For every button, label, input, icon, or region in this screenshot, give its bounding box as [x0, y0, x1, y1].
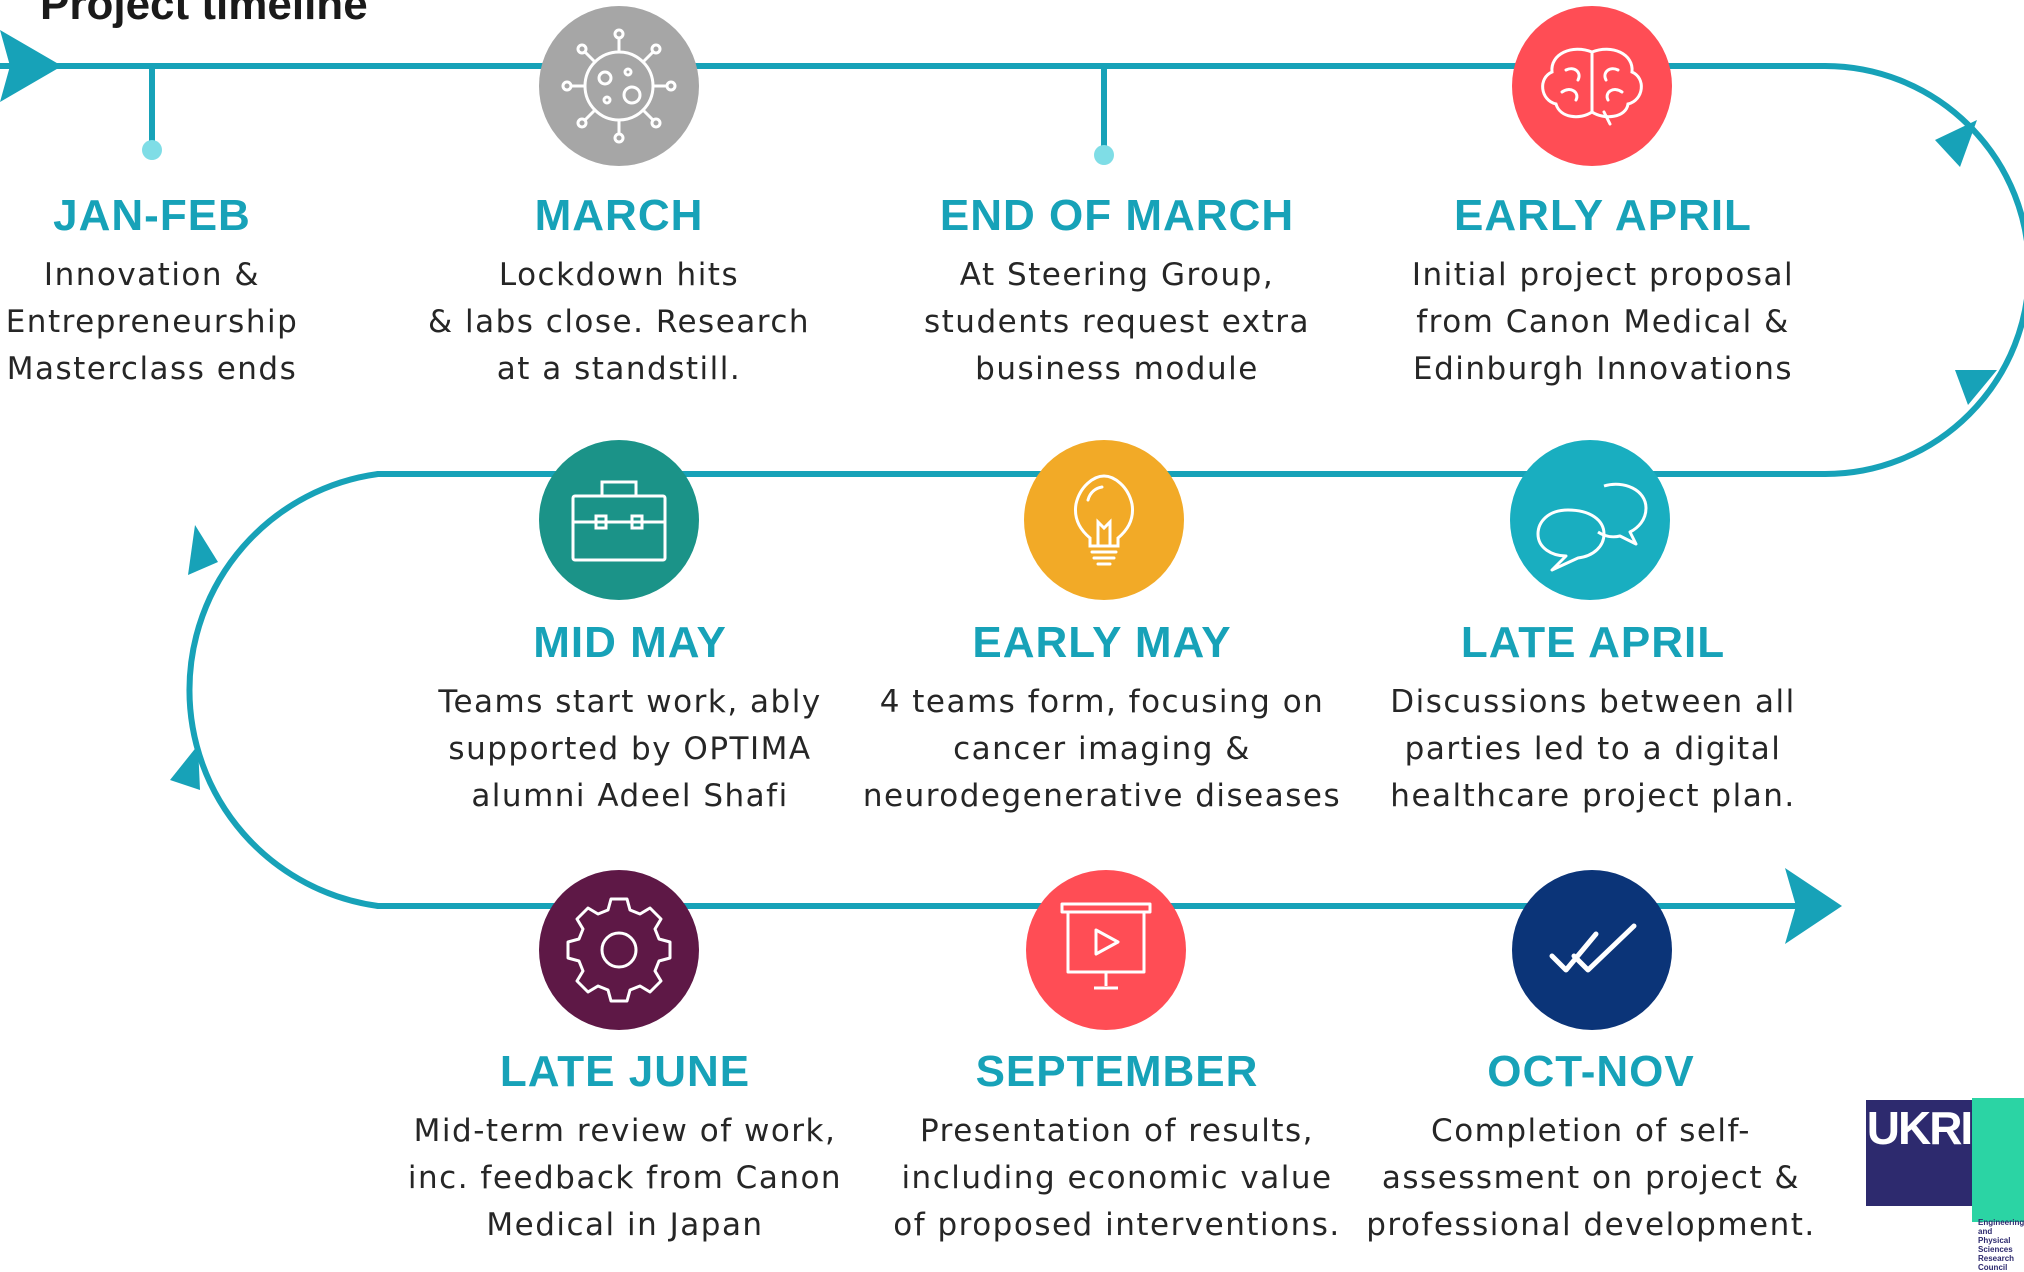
- timeline-dot: [142, 140, 162, 160]
- milestone-end-of-march: END OF MARCH At Steering Group, students…: [857, 190, 1377, 393]
- milestone-label: LATE APRIL: [1460, 618, 1726, 667]
- ukri-logo: UKRI Engineering and Physical Sciences R…: [1866, 1098, 2024, 1272]
- milestone-label: MID MAY: [533, 618, 727, 667]
- chat-bubbles-icon: [1510, 440, 1670, 600]
- presentation-icon: [1026, 870, 1186, 1030]
- milestone-description: Presentation of results, including econo…: [893, 1113, 1341, 1243]
- milestone-description: Initial project proposal from Canon Medi…: [1411, 257, 1795, 387]
- page-title: Project timeline: [40, 0, 368, 29]
- milestone-late-june: LATE JUNE Mid-term review of work, inc. …: [365, 1046, 885, 1249]
- curve-arrow-2: [1955, 370, 1997, 405]
- milestone-late-april: LATE APRIL Discussions between all parti…: [1333, 617, 1853, 820]
- milestone-description: 4 teams form, focusing on cancer imaging…: [862, 684, 1342, 814]
- milestone-mid-may: MID MAY Teams start work, ably supported…: [370, 617, 890, 820]
- curve-arrow-4: [170, 745, 200, 790]
- lightbulb-icon: [1024, 440, 1184, 600]
- milestone-description: Teams start work, ably supported by OPTI…: [438, 684, 822, 814]
- milestone-label: LATE JUNE: [499, 1047, 751, 1096]
- milestone-label: JAN-FEB: [53, 191, 251, 240]
- milestone-description: Completion of self- assessment on projec…: [1366, 1113, 1816, 1243]
- timeline-arrowheads: [0, 30, 1997, 944]
- milestone-september: SEPTEMBER Presentation of results, inclu…: [857, 1046, 1377, 1249]
- milestone-description: Mid-term review of work, inc. feedback f…: [407, 1113, 843, 1243]
- milestone-label: MARCH: [534, 191, 704, 240]
- milestone-early-april: EARLY APRIL Initial project proposal fro…: [1343, 190, 1863, 393]
- curve-arrow-3: [188, 525, 218, 575]
- milestone-label: OCT-NOV: [1487, 1047, 1695, 1096]
- logo-mark: UKRI: [1866, 1100, 1973, 1206]
- milestone-label: END OF MARCH: [939, 191, 1295, 240]
- milestone-label: EARLY MAY: [972, 618, 1232, 667]
- double-check-icon: [1512, 870, 1672, 1030]
- logo-caption: Engineering and Physical Sciences Resear…: [1978, 1218, 2024, 1272]
- gear-icon: [539, 870, 699, 1030]
- milestone-description: Discussions between all parties led to a…: [1390, 684, 1796, 814]
- start-arrow: [0, 30, 62, 102]
- milestone-label: SEPTEMBER: [975, 1047, 1259, 1096]
- milestone-early-may: EARLY MAY 4 teams form, focusing on canc…: [842, 617, 1362, 820]
- curve-arrow-1: [1935, 120, 1977, 167]
- milestone-march: MARCH Lockdown hits & labs close. Resear…: [359, 190, 879, 393]
- logo-text: UKRI: [1866, 1102, 1973, 1154]
- milestone-jan-feb: JAN-FEB Innovation & Entrepreneurship Ma…: [0, 190, 412, 393]
- milestone-description: Lockdown hits & labs close. Research at …: [427, 257, 811, 387]
- logo-accent-bar: [1972, 1098, 2024, 1222]
- milestone-description: At Steering Group, students request extr…: [924, 257, 1310, 387]
- brain-icon: [1512, 6, 1672, 166]
- end-arrow: [1785, 868, 1842, 944]
- milestone-oct-nov: OCT-NOV Completion of self- assessment o…: [1331, 1046, 1851, 1249]
- briefcase-icon: [539, 440, 699, 600]
- milestone-description: Innovation & Entrepreneurship Masterclas…: [5, 257, 299, 387]
- milestone-label: EARLY APRIL: [1454, 191, 1752, 240]
- timeline-dot: [1094, 145, 1114, 165]
- virus-icon: [539, 6, 699, 166]
